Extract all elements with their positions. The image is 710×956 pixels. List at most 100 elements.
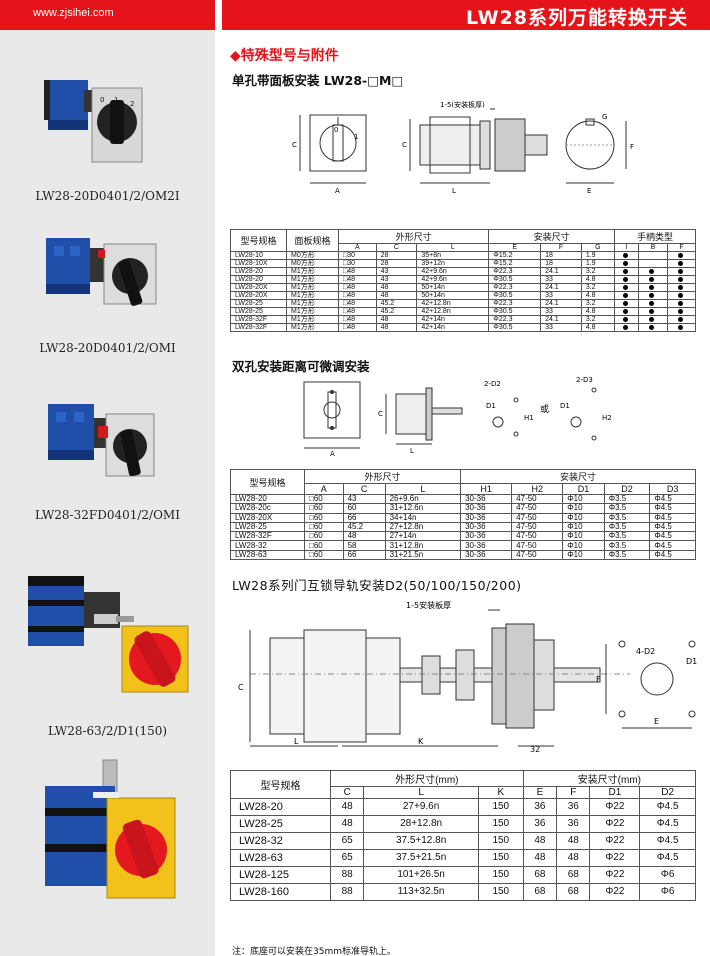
cell-l: 42+12.8n	[416, 299, 490, 308]
cell-l: 27+14n	[384, 531, 462, 542]
cell-a: □48	[338, 283, 377, 292]
cell-c: 58	[342, 540, 386, 551]
filled-dot-icon	[677, 276, 683, 282]
product-image-5	[45, 759, 176, 899]
filled-dot-icon	[677, 324, 683, 330]
handle-f	[666, 315, 697, 324]
rail-d1: D1	[686, 657, 697, 666]
handle-f	[666, 291, 697, 300]
th2-col: D3	[649, 483, 696, 495]
cell-panel: M1方形	[286, 323, 339, 332]
handle-b	[637, 283, 668, 292]
cell-c: 48	[329, 815, 365, 833]
cell-g: 4.8	[580, 323, 615, 332]
filled-dot-icon	[622, 292, 628, 298]
handle-i	[613, 283, 639, 292]
mount-thickness-label: 1-5(安装板厚)	[440, 100, 485, 109]
cell-c: 28	[375, 251, 418, 260]
cell-panel: M1方形	[286, 299, 339, 308]
cell-k: 150	[477, 832, 524, 850]
cell-a: □48	[338, 307, 377, 316]
th-col: E	[488, 243, 542, 252]
cell-e: Φ30.5	[488, 307, 542, 316]
cell-e: 48	[522, 849, 558, 867]
svg-text:2: 2	[130, 100, 134, 108]
cell-panel: M1方形	[286, 267, 339, 276]
cell-panel: M0方形	[286, 251, 339, 260]
cell-h2: 47-50	[511, 493, 564, 505]
th3-outer: 外形尺寸(mm)	[330, 770, 524, 787]
cell-c: 88	[329, 883, 365, 901]
cell-e: Φ15.2	[488, 259, 542, 268]
cell-d3: Φ4.5	[649, 531, 696, 542]
cell-h2: 47-50	[511, 503, 564, 514]
cell-f: 68	[556, 866, 591, 884]
dh-dim-a: A	[330, 450, 335, 456]
cell-d3: Φ4.5	[649, 521, 696, 533]
cell-e: Φ30.5	[488, 291, 542, 300]
cell-d3: Φ4.5	[649, 503, 696, 514]
dh-d1-right: D1	[560, 402, 570, 410]
cell-e: 36	[522, 798, 558, 816]
cell-c: 48	[375, 315, 418, 324]
cell-model: LW28-20	[230, 798, 331, 816]
th-col: I	[613, 243, 639, 252]
cell-d3: Φ4.5	[649, 540, 696, 551]
cell-g: 3.2	[580, 299, 615, 308]
dim-c: C	[402, 141, 407, 149]
cell-model: LW28-32F	[230, 315, 287, 324]
cell-c: 48	[342, 531, 386, 542]
cell-l: 37.5+12.8n	[363, 832, 479, 850]
filled-dot-icon	[622, 276, 628, 282]
cell-c: 48	[375, 291, 418, 300]
handle-b	[637, 291, 668, 300]
cell-f: 48	[556, 832, 591, 850]
cell-d2: Φ3.5	[603, 493, 651, 505]
dim-f: F	[630, 143, 634, 151]
cell-h2: 47-50	[511, 521, 564, 533]
rail-dim-f: F	[596, 675, 601, 684]
cell-h2: 47-50	[511, 540, 564, 551]
cell-d2: Φ4.5	[639, 815, 696, 833]
handle-i	[613, 323, 639, 332]
cell-d2: Φ3.5	[603, 503, 651, 514]
cell-f: 33	[540, 291, 582, 300]
handle-f	[666, 299, 697, 308]
cell-f: 24.1	[540, 267, 582, 276]
cell-h2: 47-50	[511, 512, 564, 523]
cell-model: LW28-25	[230, 299, 287, 308]
product-label-4: LW28-63/2/D1(150)	[47, 724, 168, 738]
th2-model: 型号规格	[230, 469, 305, 495]
th2-col: D1	[562, 483, 605, 495]
cell-model: LW28-20X	[230, 291, 287, 300]
rail-diagram: 1-5安装板厚 C L K 32 4-D2 D1 F E	[238, 600, 697, 754]
footnote: 注：底座可以安装在35mm标准导轨上。	[232, 947, 396, 956]
cell-d1: Φ10	[562, 493, 605, 505]
front-pos-1: 1	[354, 133, 358, 141]
handle-b	[637, 275, 668, 284]
handle-i	[613, 307, 639, 316]
cell-d2: Φ3.5	[603, 512, 651, 523]
cell-k: 150	[477, 849, 524, 867]
filled-dot-icon	[677, 316, 683, 322]
cell-f: 36	[556, 798, 591, 816]
cell-model: LW28-20	[230, 275, 287, 284]
product-image-1: 0 1 2	[44, 80, 143, 163]
handle-f	[666, 307, 697, 316]
cell-f: 33	[540, 307, 582, 316]
rail-dim-c: C	[238, 683, 244, 692]
cell-f: 24.1	[540, 283, 582, 292]
website-url[interactable]: www.zjsihei.com	[33, 7, 114, 19]
th2-col: C	[342, 483, 386, 495]
cell-l: 101+26.5n	[363, 866, 479, 884]
cell-g: 3.2	[580, 267, 615, 276]
cell-d1: Φ22	[589, 832, 641, 850]
